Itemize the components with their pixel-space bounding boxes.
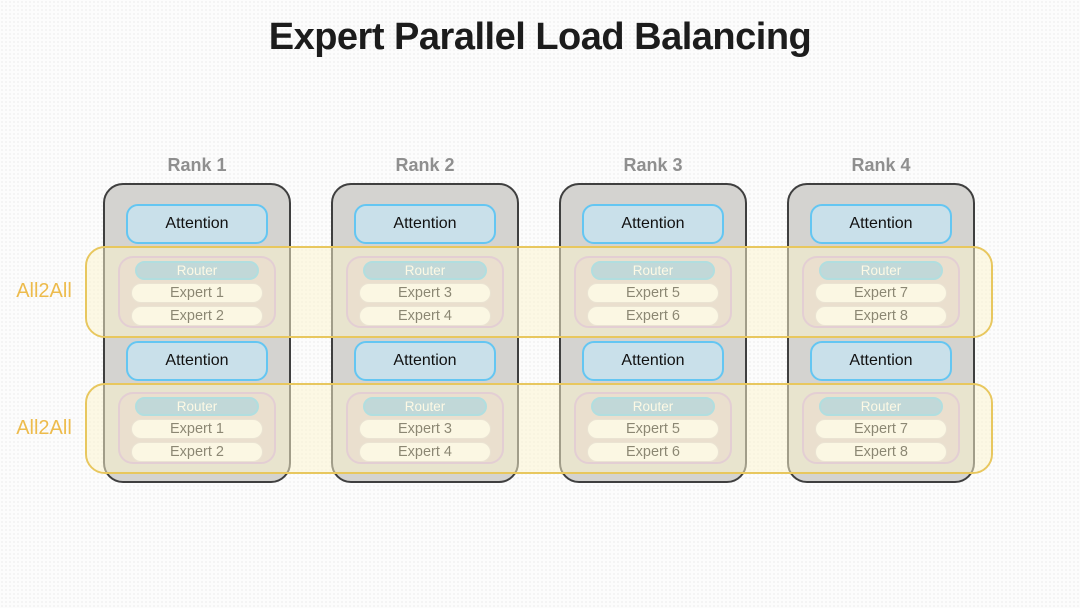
expert-block: Expert 1	[131, 419, 263, 439]
attention-block: Attention	[126, 204, 268, 244]
expert-block: Expert 6	[587, 442, 719, 462]
expert-block: Expert 7	[815, 419, 947, 439]
rank-1-label: Rank 1	[167, 155, 227, 175]
expert-block: Expert 3	[359, 419, 491, 439]
expert-block: Expert 2	[131, 442, 263, 462]
attention-block: Attention	[126, 341, 268, 381]
router-block: Router	[363, 397, 487, 416]
rank-4-column: Attention Router Expert 7 Expert 8 Atten…	[787, 183, 975, 483]
expert-block: Expert 4	[359, 442, 491, 462]
expert-block: Expert 7	[815, 283, 947, 303]
expert-group: Router Expert 5 Expert 6	[574, 256, 732, 328]
attention-block: Attention	[582, 341, 724, 381]
router-block: Router	[135, 261, 259, 280]
attention-block: Attention	[810, 341, 952, 381]
router-block: Router	[363, 261, 487, 280]
expert-group: Router Expert 5 Expert 6	[574, 392, 732, 464]
expert-group: Router Expert 1 Expert 2	[118, 256, 276, 328]
expert-group: Router Expert 7 Expert 8	[802, 256, 960, 328]
attention-block: Attention	[354, 341, 496, 381]
expert-block: Expert 5	[587, 419, 719, 439]
all2all-label: All2All	[16, 417, 72, 439]
expert-block: Expert 6	[587, 306, 719, 326]
router-block: Router	[591, 397, 715, 416]
attention-block: Attention	[354, 204, 496, 244]
router-block: Router	[135, 397, 259, 416]
attention-block: Attention	[810, 204, 952, 244]
page-title: Expert Parallel Load Balancing	[268, 16, 812, 58]
expert-block: Expert 8	[815, 306, 947, 326]
attention-block: Attention	[582, 204, 724, 244]
rank-3-label: Rank 3	[623, 155, 683, 175]
expert-group: Router Expert 1 Expert 2	[118, 392, 276, 464]
router-block: Router	[819, 397, 943, 416]
rank-4-label: Rank 4	[851, 155, 911, 175]
expert-block: Expert 3	[359, 283, 491, 303]
expert-block: Expert 4	[359, 306, 491, 326]
rank-1-column: Attention Router Expert 1 Expert 2 Atten…	[103, 183, 291, 483]
expert-group: Router Expert 7 Expert 8	[802, 392, 960, 464]
expert-group: Router Expert 3 Expert 4	[346, 256, 504, 328]
router-block: Router	[591, 261, 715, 280]
rank-2-label: Rank 2	[395, 155, 455, 175]
router-block: Router	[819, 261, 943, 280]
expert-block: Expert 5	[587, 283, 719, 303]
expert-group: Router Expert 3 Expert 4	[346, 392, 504, 464]
expert-block: Expert 2	[131, 306, 263, 326]
expert-block: Expert 1	[131, 283, 263, 303]
rank-2-column: Attention Router Expert 3 Expert 4 Atten…	[331, 183, 519, 483]
expert-block: Expert 8	[815, 442, 947, 462]
rank-3-column: Attention Router Expert 5 Expert 6 Atten…	[559, 183, 747, 483]
all2all-label: All2All	[16, 280, 72, 302]
